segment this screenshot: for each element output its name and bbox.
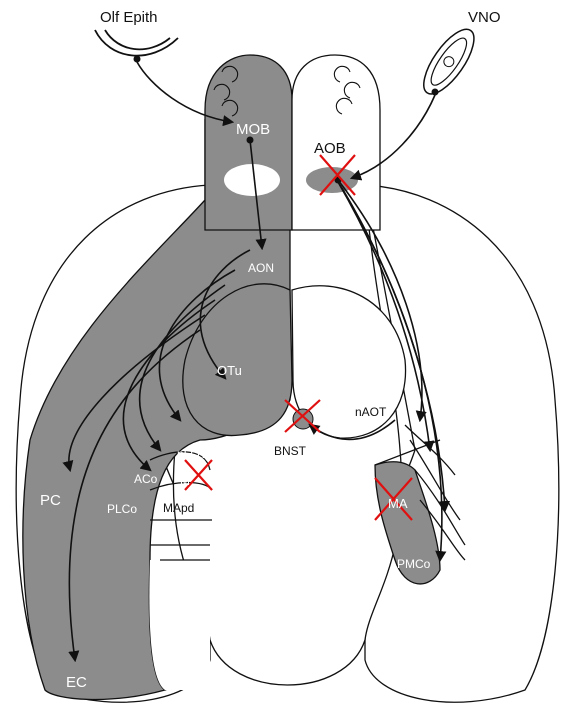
- label-mob: MOB: [236, 121, 270, 138]
- label-m: M: [180, 474, 190, 488]
- label-otu: OTu: [217, 363, 242, 378]
- label-mapd: MApd: [163, 501, 194, 515]
- label-pc: PC: [40, 492, 61, 509]
- olf-epith-curves: [95, 30, 178, 56]
- label-vno: VNO: [468, 9, 501, 26]
- vno-neuron: [432, 89, 439, 96]
- label-ma: MA: [388, 496, 408, 511]
- label-nlot: nLOT: [177, 447, 208, 461]
- label-pmco: PMCo: [397, 557, 431, 571]
- bnst-region: [293, 409, 313, 429]
- label-plco: PLCo: [107, 502, 137, 516]
- left-white-strip: [149, 560, 210, 690]
- vno-organ: [415, 22, 483, 101]
- label-aob: AOB: [314, 140, 346, 157]
- label-ec: EC: [66, 674, 87, 691]
- mob-white-ellipse: [224, 164, 280, 196]
- label-naot: nAOT: [355, 405, 387, 419]
- label-aco: ACo: [134, 472, 158, 486]
- label-bnst: BNST: [274, 444, 307, 458]
- label-olf-epith: Olf Epith: [100, 9, 158, 26]
- olf-epith-neuron: [134, 56, 141, 63]
- label-aon: AON: [248, 261, 274, 275]
